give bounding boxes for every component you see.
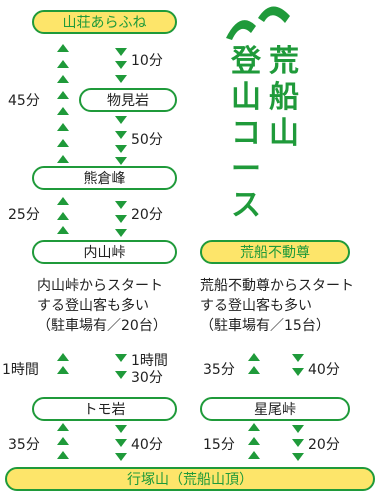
up-arrow bbox=[57, 44, 69, 52]
note-line: する登山客も多い bbox=[37, 298, 149, 314]
time-label: 20分 bbox=[308, 437, 340, 453]
map-title: 荒 船 山 bbox=[264, 44, 304, 152]
down-arrow bbox=[292, 368, 304, 376]
up-arrow bbox=[248, 451, 260, 459]
time-label: 35分 bbox=[8, 437, 40, 453]
node-kumakura: 熊倉峰 bbox=[32, 166, 177, 190]
up-arrow bbox=[57, 107, 69, 115]
title-char: 登 bbox=[231, 44, 261, 79]
node-monomiiwa: 物見岩 bbox=[79, 88, 177, 112]
up-arrow bbox=[248, 437, 260, 445]
down-arrow bbox=[115, 48, 127, 56]
down-arrow bbox=[115, 439, 127, 447]
up-arrow bbox=[57, 226, 69, 234]
map-subtitle: 登山コース bbox=[226, 44, 266, 224]
node-label: 星尾峠 bbox=[254, 402, 296, 418]
node-uchiyama: 内山峠 bbox=[32, 240, 177, 264]
node-label: 山荘あらふね bbox=[62, 15, 147, 31]
title-char: 荒 bbox=[269, 44, 299, 79]
up-arrow bbox=[57, 139, 69, 147]
up-arrow bbox=[57, 155, 69, 163]
down-arrow bbox=[115, 229, 127, 237]
up-arrow bbox=[57, 437, 69, 445]
node-arafune-fudoson: 荒船不動尊 bbox=[200, 240, 350, 264]
down-arrow bbox=[115, 371, 127, 379]
down-arrow bbox=[115, 354, 127, 362]
up-arrow bbox=[57, 366, 69, 374]
node-label: 物見岩 bbox=[107, 93, 149, 109]
note-line: する登山客も多い bbox=[200, 298, 312, 314]
down-arrow bbox=[115, 61, 127, 69]
mountain-logo-icon bbox=[226, 6, 290, 40]
up-arrow bbox=[248, 366, 260, 374]
time-label: 40分 bbox=[308, 362, 340, 378]
up-arrow bbox=[57, 423, 69, 431]
up-arrow bbox=[248, 423, 260, 431]
time-label: 10分 bbox=[131, 53, 163, 69]
node-label: 熊倉峰 bbox=[83, 171, 126, 187]
title-char: ー bbox=[231, 152, 261, 187]
down-arrow bbox=[115, 145, 127, 153]
down-arrow bbox=[115, 425, 127, 433]
up-arrow bbox=[57, 212, 69, 220]
up-arrow bbox=[57, 91, 69, 99]
time-label: 50分 bbox=[131, 132, 163, 148]
time-label: 45分 bbox=[8, 93, 40, 109]
time-label: 25分 bbox=[8, 207, 40, 223]
up-arrow bbox=[57, 123, 69, 131]
time-label: 20分 bbox=[131, 207, 163, 223]
node-label: 内山峠 bbox=[83, 245, 126, 261]
up-arrow bbox=[57, 451, 69, 459]
title-char: 船 bbox=[269, 80, 299, 115]
node-label: 荒船不動尊 bbox=[240, 245, 310, 261]
down-arrow bbox=[292, 453, 304, 461]
note-fudoson: 荒船不動尊からスタート する登山客も多い （駐車場有／15台） bbox=[200, 276, 354, 336]
time-label: 40分 bbox=[131, 437, 163, 453]
node-tomoiwa: トモ岩 bbox=[32, 397, 177, 421]
title-char: 山 bbox=[269, 116, 299, 151]
down-arrow bbox=[115, 201, 127, 209]
down-arrow bbox=[115, 116, 127, 124]
up-arrow bbox=[57, 60, 69, 68]
title-char: コ bbox=[231, 116, 261, 151]
time-label: 15分 bbox=[203, 437, 235, 453]
down-arrow bbox=[115, 215, 127, 223]
down-arrow bbox=[115, 453, 127, 461]
node-label: 行塚山（荒船山頂） bbox=[127, 472, 253, 488]
time-label: 1時間 bbox=[2, 362, 39, 378]
note-line: （駐車場有／15台） bbox=[200, 318, 330, 334]
title-char: 山 bbox=[231, 80, 261, 115]
node-label: トモ岩 bbox=[83, 402, 126, 418]
note-line: （駐車場有／20台） bbox=[37, 318, 167, 334]
down-arrow bbox=[115, 131, 127, 139]
note-uchiyama: 内山峠からスタート する登山客も多い （駐車場有／20台） bbox=[37, 276, 167, 336]
note-line: 荒船不動尊からスタート bbox=[200, 278, 354, 294]
time-label: 1時間 bbox=[131, 353, 168, 369]
up-arrow bbox=[57, 75, 69, 83]
time-label: 35分 bbox=[203, 362, 235, 378]
down-arrow bbox=[292, 354, 304, 362]
title-char: ス bbox=[231, 188, 261, 223]
up-arrow bbox=[248, 353, 260, 361]
time-label: 30分 bbox=[131, 370, 163, 386]
node-summit: 行塚山（荒船山頂） bbox=[5, 467, 375, 491]
down-arrow bbox=[115, 75, 127, 83]
up-arrow bbox=[57, 197, 69, 205]
note-line: 内山峠からスタート bbox=[37, 278, 163, 294]
down-arrow bbox=[115, 157, 127, 165]
up-arrow bbox=[57, 353, 69, 361]
down-arrow bbox=[292, 439, 304, 447]
down-arrow bbox=[292, 425, 304, 433]
node-sanso-arafune: 山荘あらふね bbox=[32, 10, 177, 34]
node-hoshio: 星尾峠 bbox=[200, 397, 350, 421]
